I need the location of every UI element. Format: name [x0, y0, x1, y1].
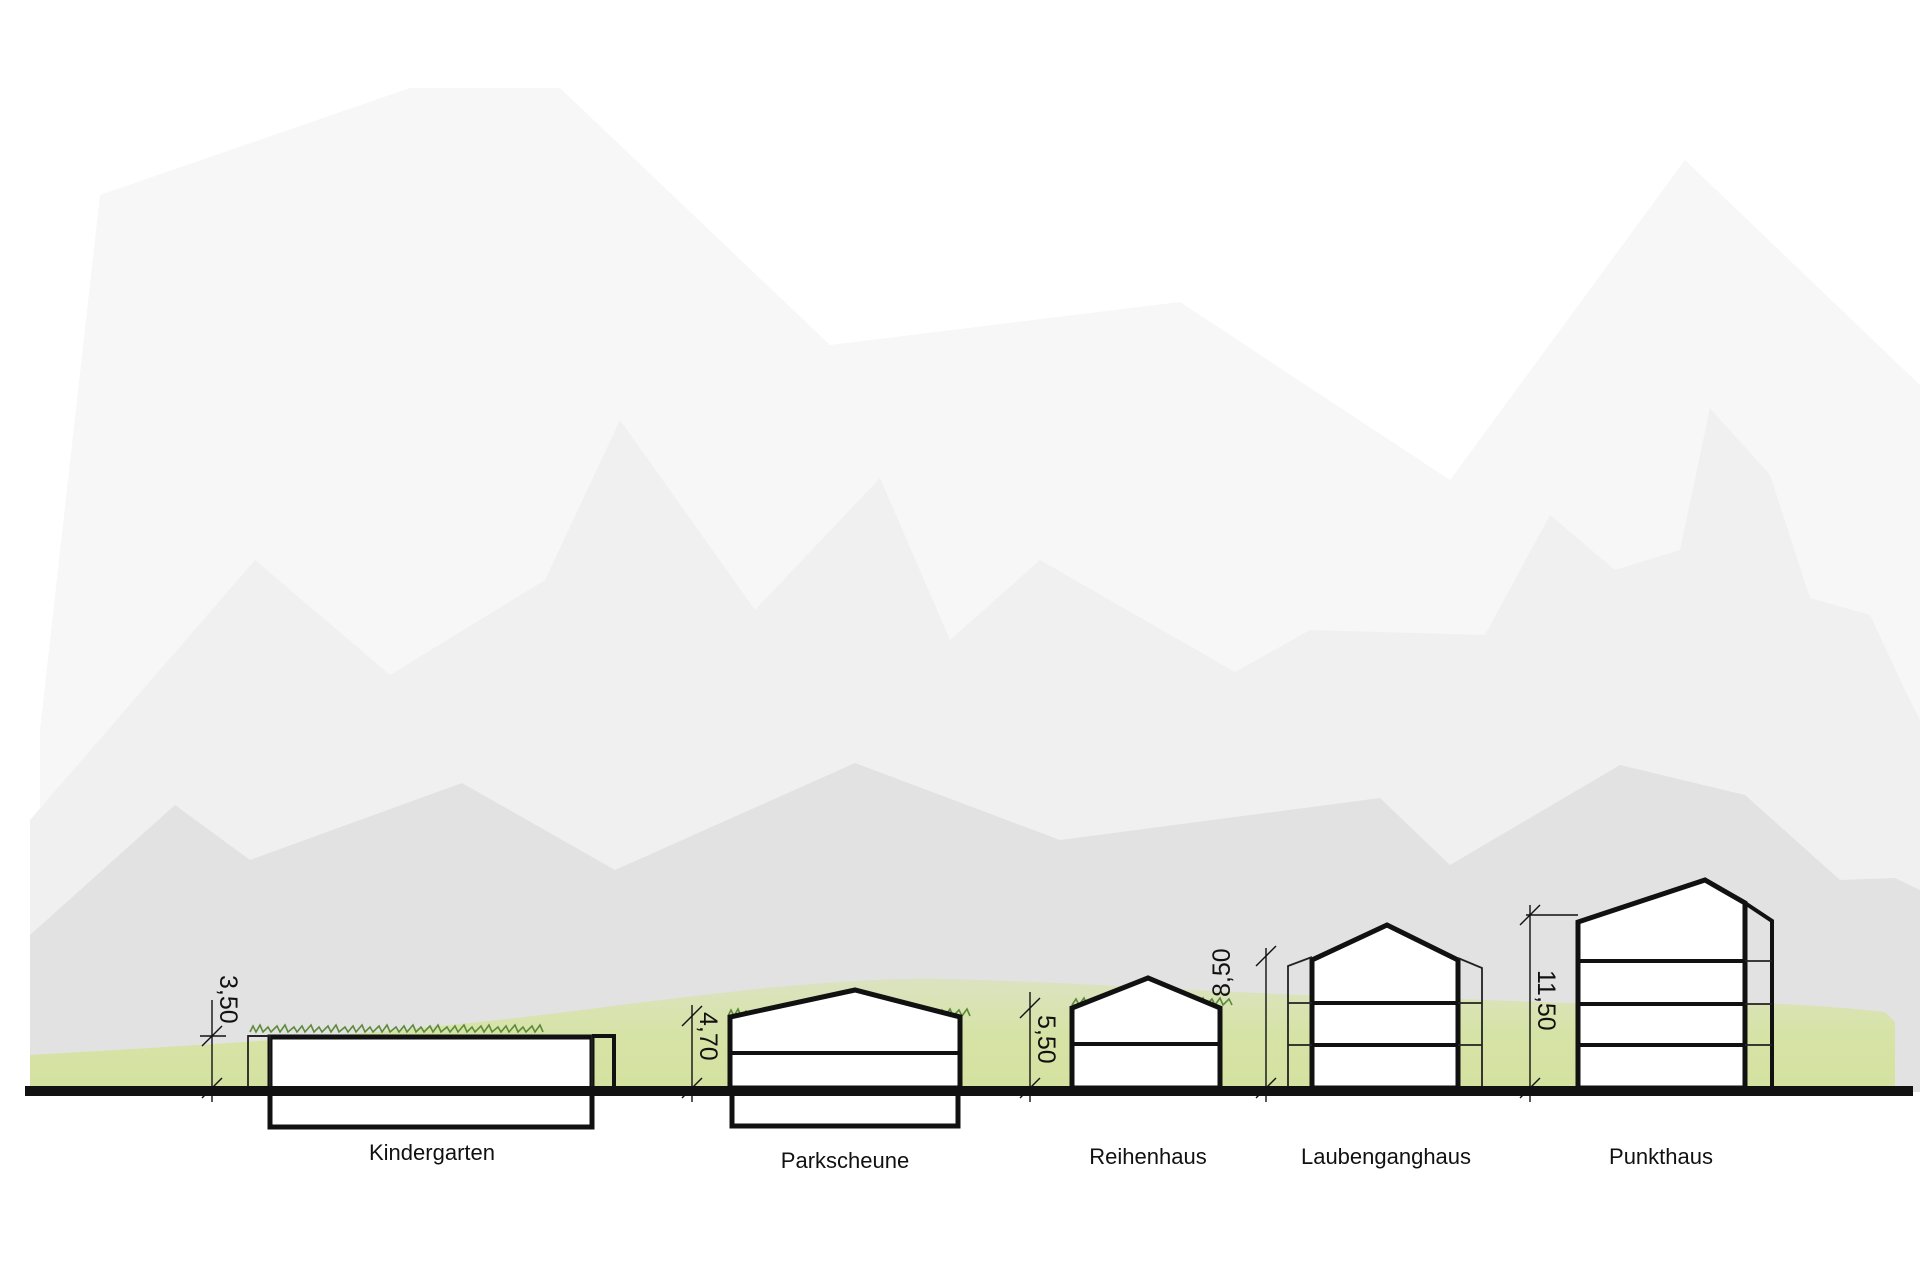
height-label-reihenhaus: 5,50 — [1032, 1015, 1060, 1064]
label-laubenganghaus: Laubenganghaus — [1301, 1144, 1471, 1169]
label-reihenhaus: Reihenhaus — [1089, 1144, 1206, 1169]
dimension-laubenganghaus: 8,50 — [1208, 945, 1277, 1102]
height-label-kindergarten: 3,50 — [214, 975, 242, 1024]
building-punkthaus — [1575, 877, 1774, 1091]
height-label-parkscheune: 4,70 — [694, 1012, 722, 1061]
dimension-punkthaus: 11,50 — [1519, 904, 1578, 1102]
building-parkscheune — [727, 987, 971, 1129]
building-kindergarten — [247, 1023, 616, 1130]
height-label-laubenganghaus: 8,50 — [1208, 948, 1236, 997]
label-parkscheune: Parkscheune — [781, 1148, 909, 1173]
ground-line — [25, 1086, 1913, 1096]
label-kindergarten: Kindergarten — [369, 1140, 495, 1165]
dimension-reihenhaus: 5,50 — [1019, 992, 1060, 1102]
height-label-punkthaus: 11,50 — [1532, 970, 1560, 1031]
label-punkthaus: Punkthaus — [1609, 1144, 1713, 1169]
